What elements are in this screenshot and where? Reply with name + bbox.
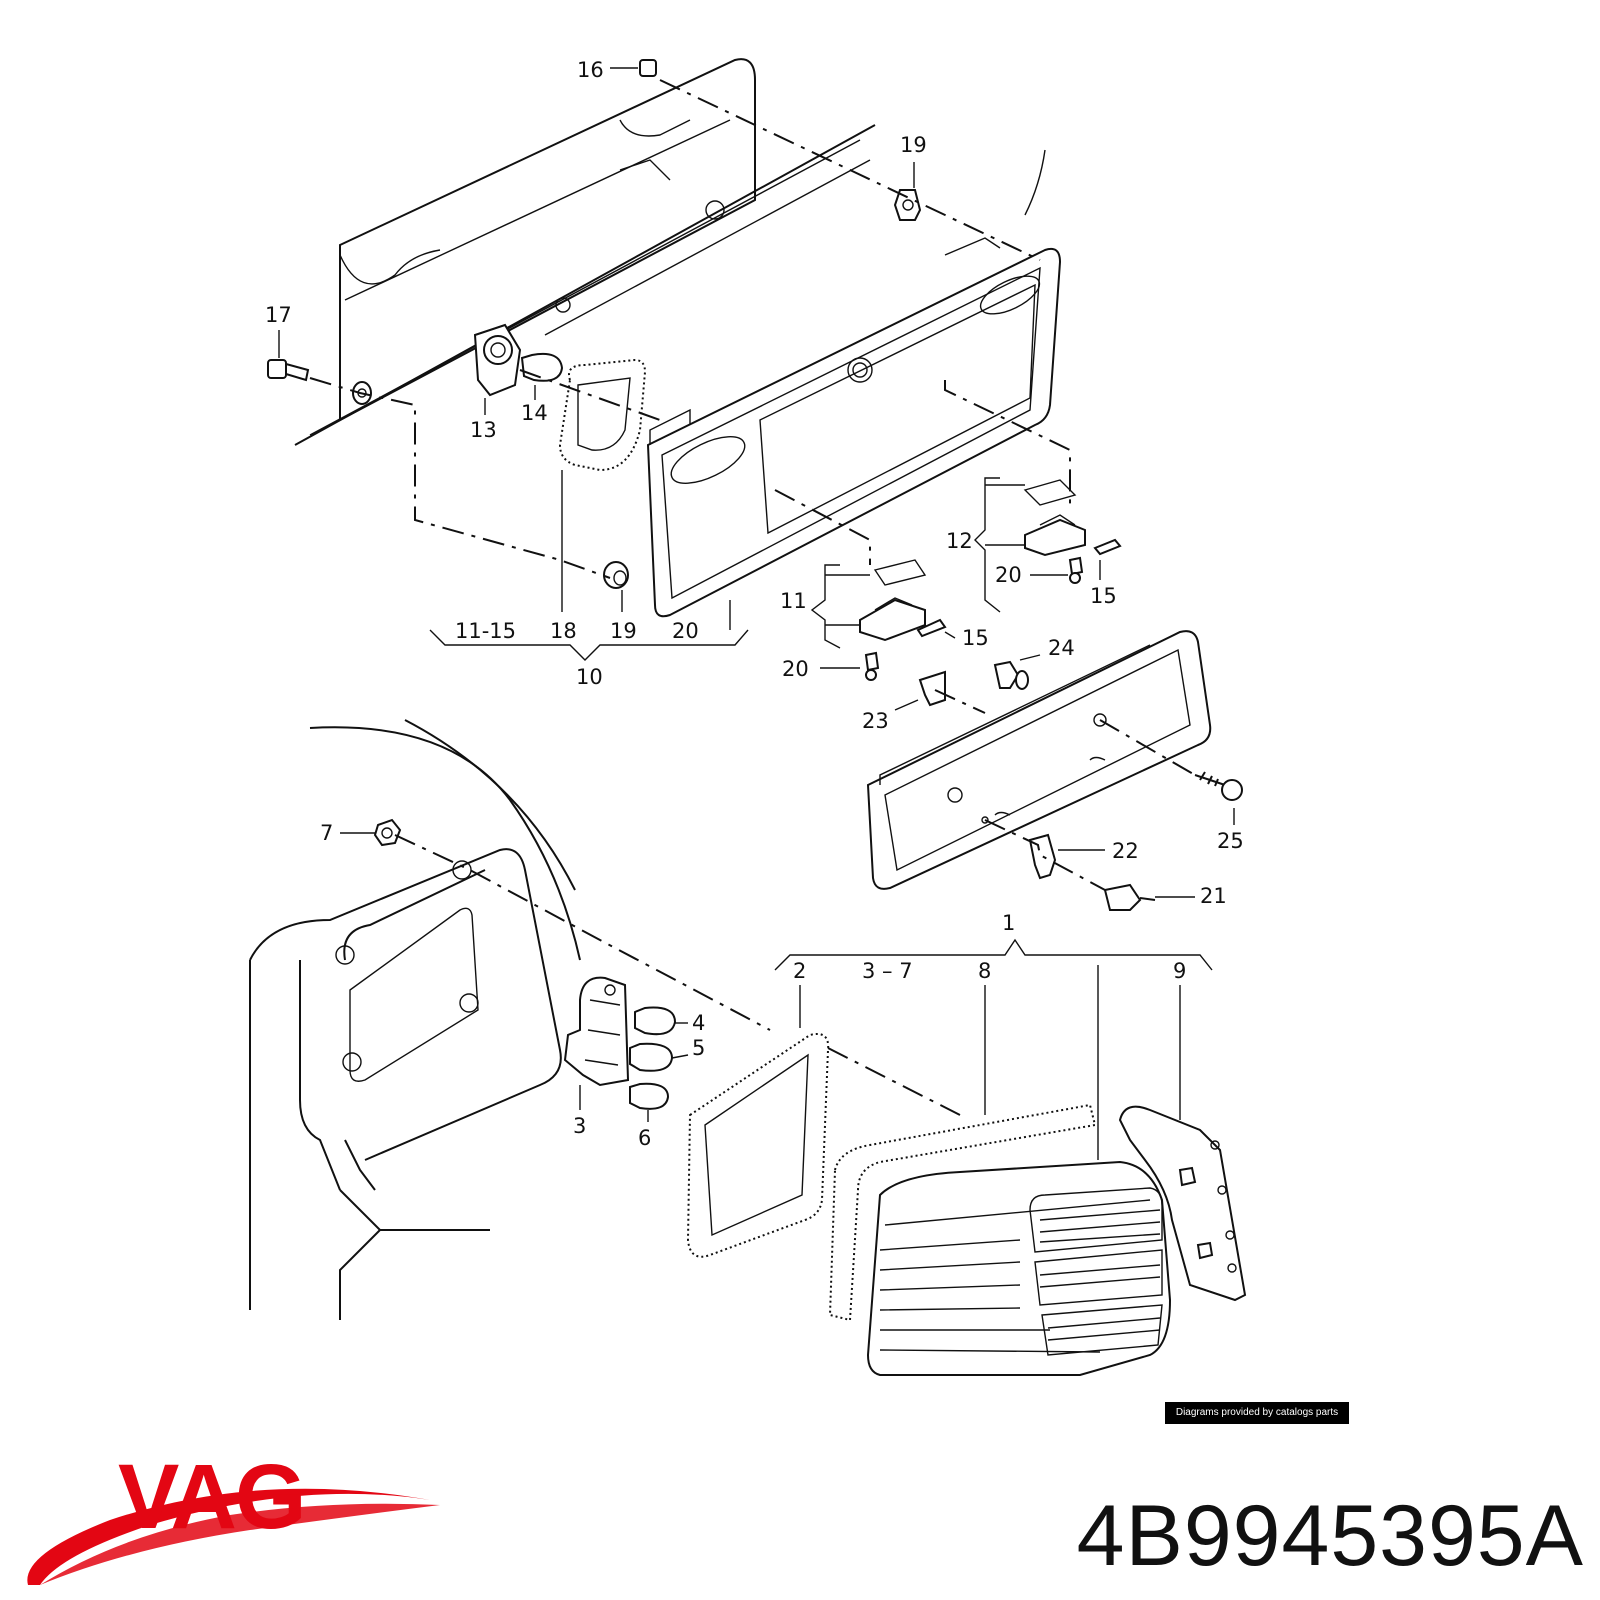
brand-name: VAG	[118, 1446, 305, 1548]
label-6: 6	[638, 1126, 651, 1150]
label-25: 25	[1217, 829, 1244, 853]
label-5: 5	[692, 1036, 705, 1060]
label-19-upper: 19	[900, 133, 927, 157]
label-22: 22	[1112, 839, 1139, 863]
gasket-2	[686, 1033, 830, 1258]
cover-9	[1118, 1105, 1247, 1302]
bulb-6	[629, 1082, 670, 1110]
label-4: 4	[692, 1011, 705, 1035]
label-18: 18	[550, 619, 577, 643]
label-16: 16	[577, 58, 604, 82]
label-17: 17	[265, 303, 292, 327]
label-15-unit-11: 15	[962, 626, 989, 650]
label-15-unit-12: 15	[1090, 584, 1117, 608]
label-9: 9	[1173, 959, 1186, 983]
lamp-unit-12	[1023, 479, 1122, 584]
grommet-24	[993, 660, 1029, 690]
label-11-15: 11-15	[455, 619, 516, 643]
label-13: 13	[470, 418, 497, 442]
bulb-socket-13	[473, 323, 522, 397]
label-23: 23	[862, 709, 889, 733]
clip-23	[918, 670, 946, 707]
vag-logo: VAG	[27, 1446, 440, 1585]
label-20-group: 20	[672, 619, 699, 643]
label-14: 14	[521, 401, 548, 425]
tail-lamp-1	[866, 1160, 1172, 1376]
label-20-unit-11: 20	[782, 657, 809, 681]
label-1: 1	[1002, 911, 1015, 935]
leader-lines	[278, 67, 1235, 1160]
screw-25	[1194, 771, 1243, 801]
label-3-7: 3 – 7	[862, 959, 913, 983]
bulb-holder-3	[563, 976, 630, 1087]
label-3: 3	[573, 1114, 586, 1138]
assembly-lines	[309, 79, 1196, 1116]
label-20-unit-12: 20	[995, 563, 1022, 587]
part-number: 4B9945395A	[1076, 1488, 1584, 1584]
nut-7	[373, 818, 402, 847]
callout-labels: 16 19 17 13 14 18 19 20 11-15 10 12 20 1…	[265, 58, 1244, 1150]
license-lamp-housing-10	[646, 237, 1062, 618]
seal-strip-8	[828, 1103, 1097, 1322]
bracket-22	[1028, 833, 1057, 880]
bolt-17	[267, 359, 310, 382]
clip-19-upper	[893, 189, 922, 221]
bulb-14	[520, 352, 564, 382]
gasket-18	[558, 358, 647, 472]
bulb-5	[629, 1042, 674, 1072]
label-2: 2	[793, 959, 806, 983]
clip-19-lower	[603, 561, 629, 589]
number-plate-frame	[866, 630, 1212, 890]
label-10: 10	[576, 665, 603, 689]
label-19-lower: 19	[610, 619, 637, 643]
nut-16	[639, 59, 657, 77]
diagram-credit: Diagrams provided by catalogs parts	[1165, 1402, 1349, 1424]
label-8: 8	[978, 959, 991, 983]
label-21: 21	[1200, 884, 1227, 908]
label-24: 24	[1048, 636, 1075, 660]
label-12: 12	[946, 529, 973, 553]
body-side-panel	[249, 719, 581, 1320]
trunk-lid-panel	[294, 58, 1046, 446]
bulb-4	[634, 1006, 677, 1036]
label-11: 11	[780, 589, 807, 613]
lamp-unit-11	[859, 559, 947, 681]
label-7: 7	[320, 821, 333, 845]
plug-21	[1103, 883, 1156, 911]
